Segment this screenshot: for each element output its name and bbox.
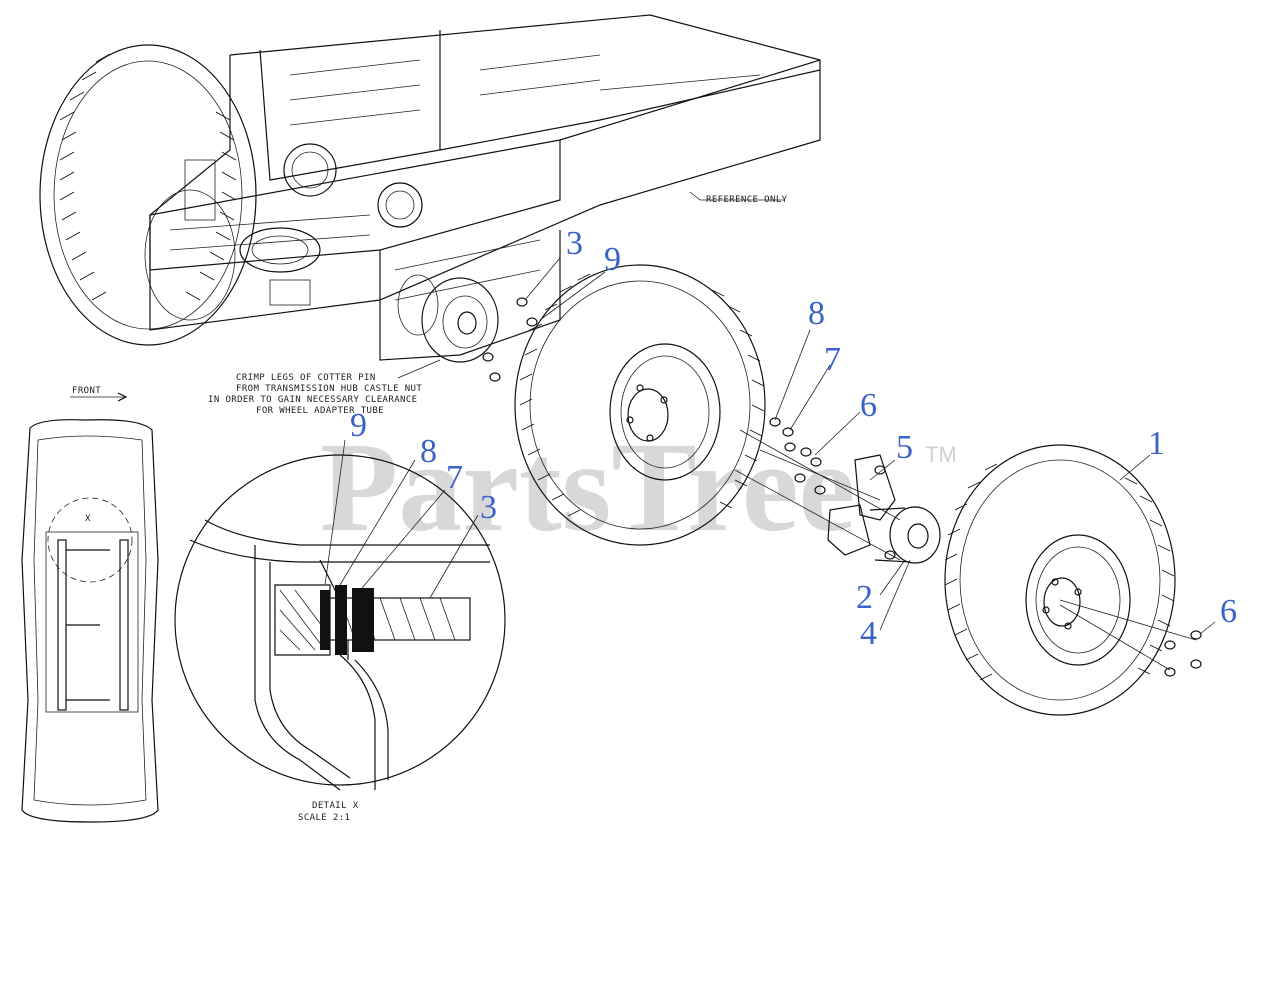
wheel-assembly-right bbox=[944, 444, 1176, 716]
detail-x-marker: X bbox=[85, 514, 91, 524]
watermark-text: PartsTree bbox=[320, 416, 855, 558]
wheel-section-view bbox=[21, 392, 159, 823]
adapter-tube bbox=[889, 506, 941, 564]
cotter-note-line1: CRIMP LEGS OF COTTER PIN bbox=[236, 373, 376, 383]
tractor-frame-assembly bbox=[39, 14, 821, 382]
callout-6-main: 6 bbox=[860, 387, 877, 424]
detail-title: DETAIL X bbox=[312, 801, 359, 811]
callouts: 3 9 8 7 6 5 1 2 4 6 9 8 7 3 bbox=[350, 225, 1237, 652]
wheel-adapter bbox=[827, 454, 941, 564]
cotter-note-line3: IN ORDER TO GAIN NECESSARY CLEARANCE bbox=[208, 395, 417, 405]
callout-2-main: 2 bbox=[856, 579, 873, 616]
rear-tire-left bbox=[39, 44, 257, 346]
transmission-hub bbox=[397, 274, 499, 363]
frame-rail bbox=[149, 59, 821, 331]
callout-5-main: 5 bbox=[896, 429, 913, 466]
callout-7-main: 7 bbox=[824, 341, 841, 378]
callout-4-main: 4 bbox=[860, 615, 877, 652]
callout-leaders bbox=[524, 257, 1216, 635]
cotter-note-line2: FROM TRANSMISSION HUB CASTLE NUT bbox=[236, 384, 422, 394]
hub-hardware-center bbox=[734, 417, 901, 561]
wheel-assembly-middle bbox=[514, 264, 766, 546]
callout-9-detail: 9 bbox=[350, 407, 367, 444]
detail-x-view bbox=[174, 439, 506, 791]
lug-bolts-hub bbox=[482, 297, 538, 382]
callout-6-right: 6 bbox=[1220, 593, 1237, 630]
lug-nuts-right bbox=[1059, 599, 1202, 677]
detail-stud bbox=[329, 597, 471, 641]
detail-scale: SCALE 2:1 bbox=[298, 813, 350, 823]
callout-3-main: 3 bbox=[566, 225, 583, 262]
trademark-symbol: TM bbox=[925, 442, 957, 467]
reference-only-note: REFERENCE ONLY bbox=[706, 195, 788, 205]
callout-9-main: 9 bbox=[604, 241, 621, 278]
cotter-note-line4: FOR WHEEL ADAPTER TUBE bbox=[256, 406, 384, 416]
callout-1-main: 1 bbox=[1148, 425, 1165, 462]
cotter-pin-note: CRIMP LEGS OF COTTER PIN FROM TRANSMISSI… bbox=[208, 359, 441, 416]
front-label: FRONT bbox=[72, 386, 101, 396]
callout-8-detail: 8 bbox=[420, 433, 437, 470]
cooling-fan-left bbox=[283, 143, 337, 197]
callout-7-detail: 7 bbox=[446, 459, 463, 496]
reference-leader bbox=[689, 191, 785, 201]
cooling-fan-right bbox=[377, 182, 423, 228]
callout-8-main: 8 bbox=[808, 295, 825, 332]
callout-3-detail: 3 bbox=[480, 489, 497, 526]
